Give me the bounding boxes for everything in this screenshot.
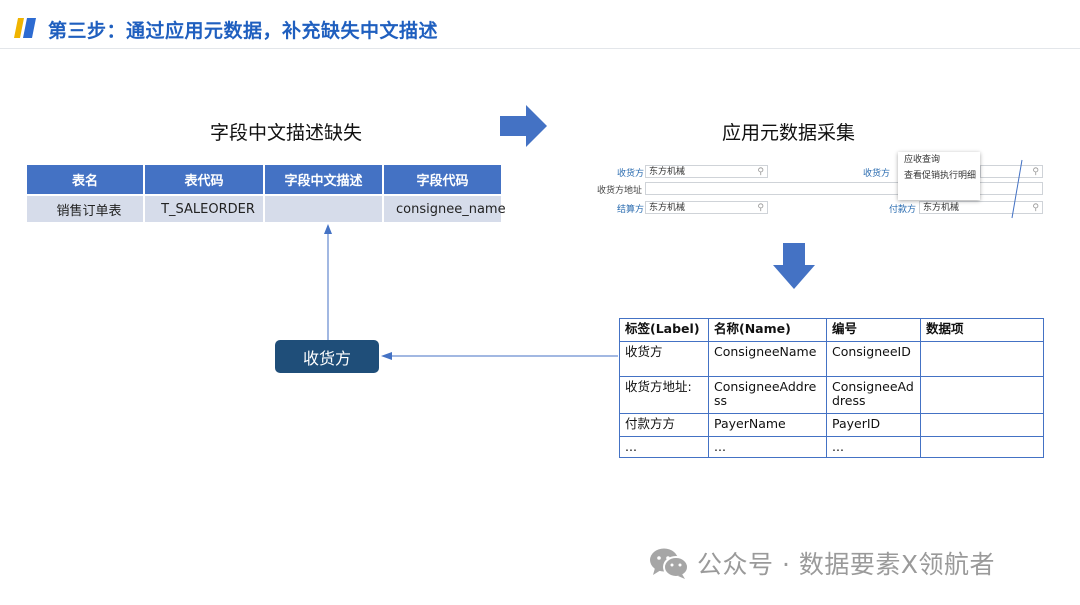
table-cell: ConsigneeAddress (826, 376, 921, 414)
wechat-icon (650, 548, 689, 579)
header-bar (0, 0, 1080, 49)
consignee-input-value: 东方机械 (649, 167, 686, 177)
table-row: 销售订单表 T_SALEORDER consignee_name (25, 194, 506, 224)
table-cell (920, 341, 1044, 377)
table-cell (920, 376, 1044, 414)
table-cell (920, 413, 1044, 437)
settle-input[interactable]: 东方机械 ⚲ (645, 201, 768, 214)
table-cell-missing-description (263, 194, 384, 224)
consignee-partial-label: 收货方 (863, 169, 891, 179)
payer-input-value: 东方机械 (923, 203, 960, 213)
table-cell: 销售订单表 (25, 194, 145, 224)
table-cell: ... (826, 436, 921, 458)
left-section-title: 字段中文描述缺失 (210, 122, 363, 144)
table-cell: ... (708, 436, 827, 458)
logo-mark-icon (14, 18, 36, 38)
address-form-label: 收货方地址 (597, 186, 643, 196)
consignee-form-label: 收货方 (617, 169, 645, 179)
diagonal-line (1011, 159, 1023, 219)
consignee-right-input[interactable]: ⚲ (980, 165, 1043, 178)
table-cell: 收货方 (619, 341, 709, 377)
menu-item[interactable]: 查看促销执行明细 (904, 171, 977, 181)
field-table-header: 字段代码 (382, 163, 503, 196)
search-icon: ⚲ (1032, 203, 1039, 213)
table-cell: T_SALEORDER (143, 194, 265, 224)
table-cell: PayerID (826, 413, 921, 437)
consignee-input[interactable]: 东方机械 ⚲ (645, 165, 768, 178)
payer-input[interactable]: 东方机械 ⚲ (919, 201, 1043, 214)
field-table-header: 字段中文描述 (263, 163, 384, 196)
table-cell: PayerName (708, 413, 827, 437)
watermark: 公众号 · 数据要素X领航者 (649, 545, 995, 581)
search-icon: ⚲ (1032, 167, 1039, 177)
metadata-table: 标签(Label) 名称(Name) 编号 数据项 收货方 ConsigneeN… (619, 318, 1044, 458)
right-section-title: 应用元数据采集 (722, 122, 856, 144)
field-table-header: 表名 (25, 163, 145, 196)
metadata-table-header: 数据项 (920, 318, 1044, 342)
context-menu: 应收查询 查看促销执行明细 (898, 152, 980, 200)
table-row: 收货方 ConsigneeName ConsigneeID (619, 341, 1044, 377)
page-title: 第三步：通过应用元数据，补充缺失中文描述 (48, 20, 439, 42)
table-cell: ConsigneeAddress (708, 376, 827, 414)
table-cell: ConsigneeName (708, 341, 827, 377)
settle-form-label: 结算方 (617, 205, 645, 215)
consignee-box: 收货方 (275, 340, 379, 373)
field-table-header: 表代码 (143, 163, 265, 196)
search-icon: ⚲ (757, 167, 764, 177)
field-table: 表名 表代码 字段中文描述 字段代码 销售订单表 T_SALEORDER con… (25, 163, 506, 224)
metadata-table-header: 名称(Name) (708, 318, 827, 342)
watermark-text: 公众号 · 数据要素X领航者 (697, 550, 995, 579)
right-arrow-icon (500, 105, 547, 147)
table-cell: ... (619, 436, 709, 458)
table-cell: 付款方方 (619, 413, 709, 437)
settle-input-value: 东方机械 (649, 203, 686, 213)
table-cell (920, 436, 1044, 458)
table-cell: consignee_name (382, 194, 506, 224)
search-icon: ⚲ (757, 203, 764, 213)
metadata-table-header: 标签(Label) (619, 318, 709, 342)
menu-item[interactable]: 应收查询 (904, 155, 941, 165)
table-row: 付款方方 PayerName PayerID (619, 413, 1044, 437)
address-input[interactable] (645, 182, 1043, 195)
table-row: ... ... ... (619, 436, 1044, 458)
table-row: 收货方地址: ConsigneeAddress ConsigneeAddress (619, 376, 1044, 414)
down-arrow-icon (773, 243, 815, 289)
payer-form-label: 付款方 (889, 205, 917, 215)
table-cell: 收货方地址: (619, 376, 709, 414)
table-cell: ConsigneeID (826, 341, 921, 377)
metadata-table-header: 编号 (826, 318, 921, 342)
